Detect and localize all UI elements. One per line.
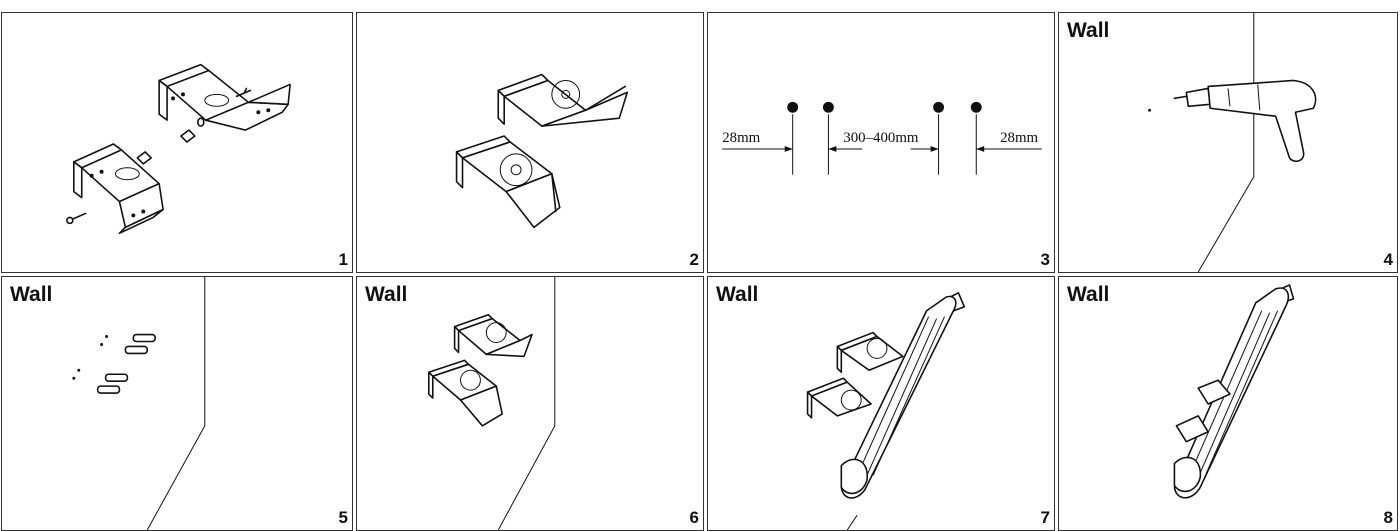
step-7-panel: Wall 7 <box>707 276 1055 531</box>
heater-mounting-illustration <box>806 292 966 530</box>
step-number: 3 <box>1040 250 1050 269</box>
heater-installed-illustration <box>1173 284 1295 499</box>
step-number: 2 <box>689 250 699 269</box>
step-number: 7 <box>1040 508 1050 527</box>
step-number: 8 <box>1383 508 1393 527</box>
wall-label: Wall <box>1067 283 1110 306</box>
step-2-panel: 2 <box>356 12 704 273</box>
left-edge-dimension: 28mm <box>722 130 760 146</box>
bracket-parts-illustration <box>66 63 291 235</box>
assembled-brackets-illustration <box>455 73 629 229</box>
step-6-panel: Wall 6 <box>356 276 704 531</box>
step-1-panel: 1 <box>1 12 353 273</box>
wall-label: Wall <box>716 283 759 306</box>
step-5-panel: Wall 5 <box>1 276 353 531</box>
step-3-panel: 28mm 300–400mm 28mm 3 <box>707 12 1055 273</box>
step-8-panel: Wall 8 <box>1058 276 1398 531</box>
step-number: 5 <box>338 508 348 527</box>
wall-label: Wall <box>10 283 53 306</box>
drilling-illustration <box>1148 13 1317 272</box>
brackets-on-wall-illustration <box>428 277 556 530</box>
wall-label: Wall <box>1067 19 1110 42</box>
step-number: 1 <box>338 250 348 269</box>
step-number: 4 <box>1383 250 1393 269</box>
wall-label: Wall <box>365 283 408 306</box>
right-edge-dimension: 28mm <box>1000 130 1038 146</box>
hole-spacing-diagram: 28mm 300–400mm 28mm <box>722 101 1042 175</box>
wall-plugs-illustration <box>72 277 206 530</box>
step-4-panel: Wall 4 <box>1058 12 1398 273</box>
spacing-dimension: 300–400mm <box>843 130 919 146</box>
step-number: 6 <box>689 508 699 527</box>
